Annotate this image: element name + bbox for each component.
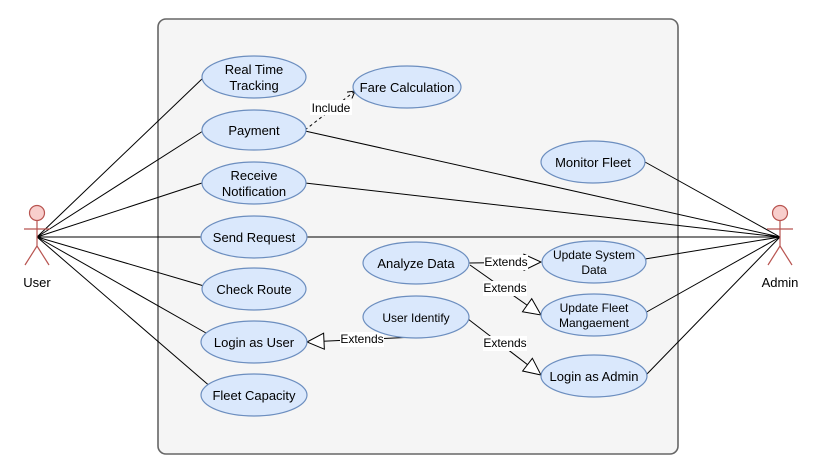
use-case-real-time-tracking[interactable]: Real Time Tracking [201,55,307,99]
actor-head [771,204,789,222]
association-user-receive-notification [36,182,203,238]
actor-admin-label: Admin [762,275,799,290]
use-case-fleet-capacity[interactable]: Fleet Capacity [200,373,308,417]
use-case-label: Notification [222,184,286,199]
actor-user-label: User [23,275,51,290]
use-case-login-as-admin[interactable]: Login as Admin [540,354,648,398]
extends-label-update-system: Extends [484,255,527,269]
actor-user[interactable]: User [23,204,51,291]
association-user-check-route [36,236,205,287]
use-case-monitor-fleet[interactable]: Monitor Fleet [540,140,646,184]
use-case-payment[interactable]: Payment [201,109,307,151]
use-case-label: Login as User [214,335,295,350]
extends-label-login-user: Extends [340,332,383,346]
user-associations [36,77,213,389]
use-case-fare-calculation[interactable]: Fare Calculation [352,65,462,109]
extends-label-update-fleet: Extends [483,281,526,295]
association-user-fleet-capacity [36,236,213,389]
association-user-real-time-tracking [36,77,204,238]
use-case-user-identify[interactable]: User Identify [362,295,470,339]
use-case-label: Mangaement [559,316,630,330]
association-admin-monitor-fleet [644,161,781,238]
use-case-label: Fleet Capacity [212,388,296,403]
association-user-payment [36,130,204,238]
use-case-update-system-data[interactable]: Update System Data [541,240,647,284]
association-admin-login-as-admin [645,236,781,376]
extends-label-login-admin: Extends [483,336,526,350]
use-case-label: Check Route [216,282,291,297]
use-case-login-as-user[interactable]: Login as User [200,320,308,364]
use-case-label: Receive [231,168,278,183]
use-case-label: Update Fleet [560,301,629,315]
use-case-label: Payment [228,123,280,138]
use-case-check-route[interactable]: Check Route [201,267,307,311]
use-case-label: Monitor Fleet [555,155,631,170]
include-label: Include [312,101,351,115]
use-case-label: Fare Calculation [360,80,455,95]
use-case-label: Data [581,263,607,277]
admin-associations [304,130,781,376]
use-case-label: Update System [553,248,635,262]
use-case-label: Tracking [229,78,278,93]
use-case-label: Analyze Data [377,256,455,271]
association-admin-receive-notification [304,182,781,238]
use-case-update-fleet-management[interactable]: Update Fleet Mangaement [540,293,648,337]
actor-admin[interactable]: Admin [762,204,799,291]
association-admin-update-fleet-management [642,236,781,315]
use-case-label: Real Time [225,62,284,77]
association-user-login-as-user [36,236,207,334]
use-case-send-request[interactable]: Send Request [200,215,308,259]
association-admin-update-system-data [644,236,781,260]
use-case-receive-notification[interactable]: Receive Notification [201,161,307,205]
use-case-label: User Identify [382,311,449,325]
use-case-analyze-data[interactable]: Analyze Data [362,241,470,285]
use-case-label: Login as Admin [550,369,639,384]
use-case-label: Send Request [213,230,296,245]
association-admin-payment [304,130,781,238]
actor-head [28,204,46,222]
